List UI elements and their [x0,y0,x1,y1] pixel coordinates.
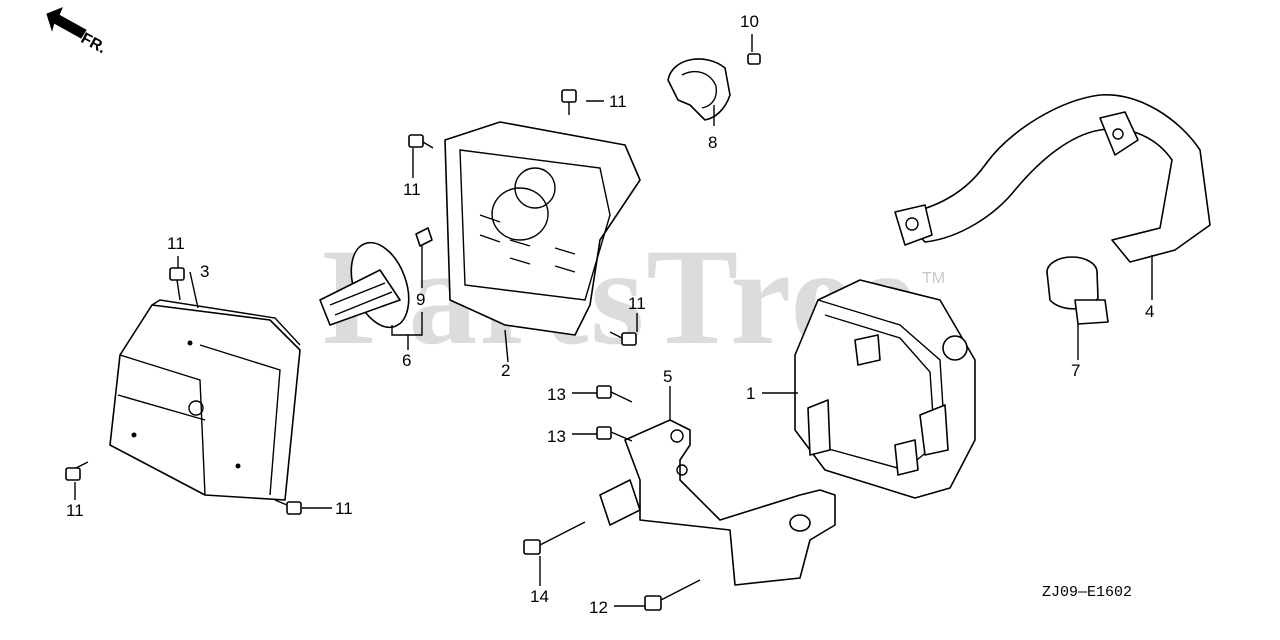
part-2-muffler-cover [444,121,641,336]
callout-9: 9 [416,290,426,309]
callout-3: 3 [200,262,210,281]
callout-1: 1 [746,384,756,403]
callout-10: 10 [740,12,759,31]
part-3-muffler-protector [109,299,301,501]
part-6-spark-arrester [319,241,410,329]
callout-11-cover: 11 [403,180,421,199]
callout-13-upper: 13 [547,385,566,404]
callout-11-protector: 11 [167,234,185,253]
callout-6: 6 [402,351,412,370]
callout-8: 8 [708,133,718,152]
callout-2: 2 [501,361,511,380]
part-9-screw [415,227,433,247]
trademark-symbol: TM [922,270,946,287]
part-8-exhaust-plate [667,58,731,121]
part-4-exhaust-pipe [894,94,1211,263]
part-7-pipe-clamp [1046,256,1109,325]
callout-5: 5 [663,367,673,386]
part-1-muffler [794,279,976,499]
leader-lines [74,34,1153,607]
callout-11-bottom-left: 11 [66,501,84,520]
callout-11-top: 11 [609,92,627,111]
diagram-code: ZJ09—E1602 [1042,584,1133,601]
front-direction-arrow-icon [46,7,87,39]
part-5-muffler-stay [599,419,836,586]
callout-7: 7 [1071,361,1081,380]
callout-11-bottom: 11 [335,499,353,518]
callout-11-center: 11 [628,294,646,313]
bolt-icon [65,53,761,611]
callout-14: 14 [530,587,549,606]
callout-13-lower: 13 [547,427,566,446]
callout-12: 12 [589,598,608,617]
callout-4: 4 [1145,302,1155,321]
